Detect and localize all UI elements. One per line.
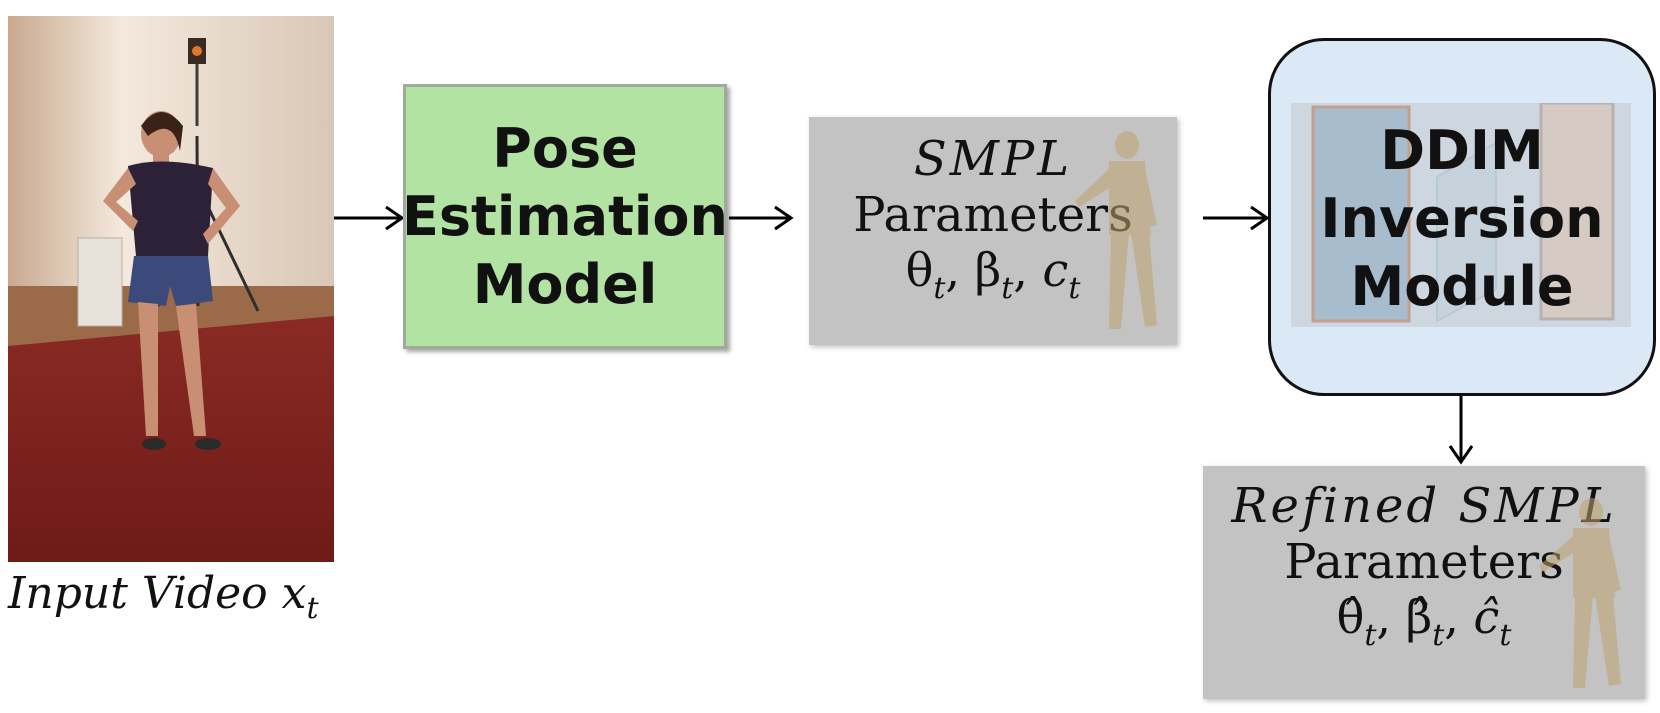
caption-var: x (281, 568, 307, 619)
arrow-smpl-to-ddim (1203, 205, 1270, 231)
refined-smpl-title: Refined SMPL (1231, 478, 1617, 534)
arrow-ddim-to-refined (1448, 396, 1474, 465)
ddim-inversion-module-box: DDIM Inversion Module (1268, 38, 1656, 396)
refined-smpl-parameters-box: Refined SMPL Parameters θ̂t, β̂t, ĉt (1203, 466, 1645, 699)
person (103, 111, 240, 450)
refined-symbols: θ̂t, β̂t, ĉt (1336, 590, 1512, 653)
radiator (77, 237, 123, 327)
arrow-pose-to-smpl (729, 205, 794, 231)
pose-estimation-model-box: Pose Estimation Model (402, 84, 728, 349)
input-video-frame (8, 16, 334, 562)
pose-estimation-label: Pose Estimation Model (402, 116, 728, 316)
smpl-parameters-box: SMPL Parameters θt, βt, ct (809, 117, 1177, 345)
human-mesh-figure (1075, 131, 1157, 329)
refined-parameters-text: Parameters (1284, 534, 1564, 590)
smpl-title: SMPL (913, 131, 1073, 187)
arrow-video-to-pose (334, 205, 405, 231)
caption-subscript: t (306, 591, 319, 626)
human-mesh-figure (1539, 498, 1621, 688)
caption-text: Input Video (8, 568, 282, 619)
smpl-symbols: θt, βt, ct (905, 243, 1081, 306)
ddim-inversion-label: DDIM Inversion Module (1320, 119, 1604, 318)
input-video-caption: Input Video xt (8, 568, 348, 626)
red-carpet (8, 316, 334, 562)
unet-schematic (1291, 103, 1631, 327)
